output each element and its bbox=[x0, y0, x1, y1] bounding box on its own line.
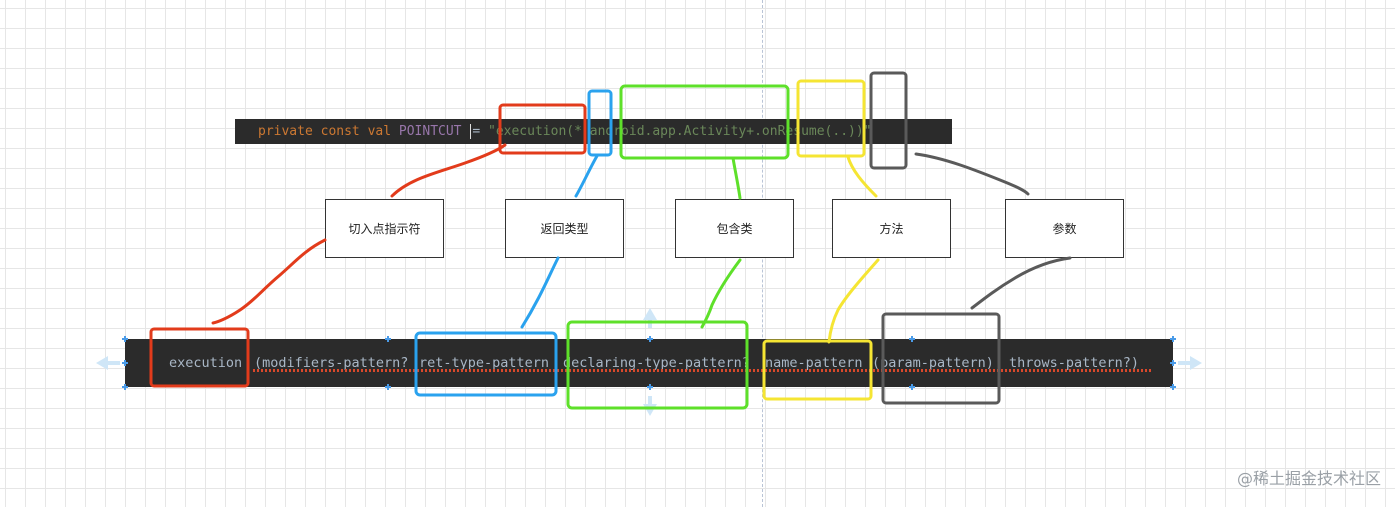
highlight-bottom-method bbox=[762, 339, 873, 401]
resize-handle-tm1[interactable] bbox=[385, 336, 391, 342]
token-declaring-type-pattern: declaring-type-pattern? bbox=[563, 355, 750, 371]
highlight-top-declaring bbox=[619, 84, 790, 160]
drag-arrow-up-icon bbox=[643, 308, 657, 320]
label-params: 参数 bbox=[1005, 199, 1124, 258]
drag-arrow-left-icon bbox=[96, 356, 108, 370]
watermark: @稀土掘金技术社区 bbox=[1236, 469, 1381, 488]
code-constant-name: POINTCUT bbox=[398, 124, 462, 139]
connector-blue-bottom bbox=[520, 256, 560, 329]
resize-handle-bm1[interactable] bbox=[385, 384, 391, 390]
resize-handle-tl[interactable] bbox=[122, 336, 128, 342]
code-operator: = bbox=[472, 124, 481, 139]
drag-arrow-right-icon bbox=[1190, 356, 1202, 370]
connector-yellow-bottom bbox=[827, 258, 880, 344]
token-param-pattern: (param-pattern) bbox=[872, 355, 994, 371]
resize-handle-mr[interactable] bbox=[1170, 360, 1176, 366]
token-modifiers-pattern: (modifiers-pattern? bbox=[254, 355, 409, 371]
connector-gray-top bbox=[914, 152, 1030, 196]
label-return-type: 返回类型 bbox=[505, 199, 624, 258]
label-method: 方法 bbox=[832, 199, 951, 258]
highlight-top-params bbox=[869, 71, 908, 170]
code-keywords: private const val bbox=[258, 124, 392, 139]
connector-blue-top bbox=[574, 154, 599, 198]
resize-handle-bm2[interactable] bbox=[647, 384, 653, 390]
connector-green-bottom bbox=[700, 258, 742, 329]
resize-handle-br[interactable] bbox=[1170, 384, 1176, 390]
drag-arrow-down-icon bbox=[643, 404, 657, 416]
token-throws-pattern: throws-pattern?) bbox=[1009, 355, 1140, 371]
resize-handle-tm3[interactable] bbox=[909, 336, 915, 342]
error-squiggle bbox=[253, 369, 1153, 372]
drag-arrow-right-shaft bbox=[1178, 361, 1190, 365]
token-ret-type-pattern: ret-type-pattern bbox=[419, 355, 550, 371]
token-name-pattern: name-pattern bbox=[765, 355, 863, 371]
connector-yellow-top bbox=[846, 155, 878, 198]
highlight-top-method bbox=[796, 79, 866, 158]
highlight-bottom-execution bbox=[149, 327, 250, 388]
connector-red-bottom bbox=[211, 238, 327, 325]
label-designator: 切入点指示符 bbox=[325, 199, 444, 258]
label-declaring-type: 包含类 bbox=[675, 199, 794, 258]
connector-gray-bottom bbox=[970, 256, 1072, 310]
connector-red-top bbox=[390, 143, 507, 198]
resize-handle-bm3[interactable] bbox=[909, 384, 915, 390]
resize-handle-bl[interactable] bbox=[122, 384, 128, 390]
drag-arrow-left-shaft bbox=[108, 361, 120, 365]
resize-handle-tr[interactable] bbox=[1170, 336, 1176, 342]
text-caret bbox=[470, 124, 472, 139]
token-execution: execution bbox=[169, 355, 243, 371]
highlight-bottom-params bbox=[881, 312, 1001, 405]
drag-arrow-down-shaft bbox=[648, 396, 652, 404]
highlight-bottom-return bbox=[414, 331, 558, 397]
drag-arrow-up-shaft bbox=[648, 320, 652, 328]
resize-handle-tm2[interactable] bbox=[647, 336, 653, 342]
drag-arrows bbox=[96, 308, 1202, 416]
highlight-bottom-declaring bbox=[566, 320, 749, 410]
highlight-top-execution bbox=[498, 103, 587, 155]
connector-green-top bbox=[731, 156, 742, 200]
resize-handle-ml[interactable] bbox=[122, 360, 128, 366]
highlight-top-return bbox=[587, 89, 613, 157]
